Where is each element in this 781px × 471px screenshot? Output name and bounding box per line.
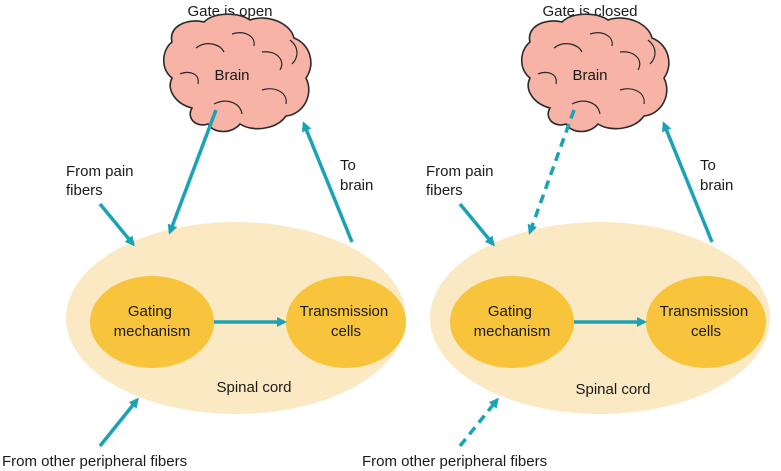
peripheral-fibers-label: From other peripheral fibers [2, 453, 187, 470]
to-brain-arrow [662, 121, 714, 243]
brain-descending-arrow [527, 109, 576, 235]
to-brain-label: To brain [700, 157, 733, 194]
to-brain-label: To brain [340, 157, 373, 194]
panel-title: Gate is closed [542, 3, 637, 20]
panel-gate-closed: Gate is closed Brain Spinal cord Gating … [362, 3, 770, 470]
peripheral-fibers-arrow [98, 397, 139, 448]
transmission-cells-label: Transmission cells [660, 303, 753, 340]
pain-fibers-arrow [98, 202, 135, 247]
gating-mechanism-node [450, 276, 574, 368]
to-brain-arrow [302, 121, 354, 243]
gating-mechanism-label: Gating mechanism [114, 303, 191, 340]
brain-label: Brain [572, 67, 607, 84]
gating-mechanism-node [90, 276, 214, 368]
panel-gate-open: Gate is open Brain Spinal cord Gating me… [2, 3, 406, 470]
transmission-cells-node [646, 276, 766, 368]
spinal-cord-label: Spinal cord [575, 381, 650, 398]
transmission-cells-label: Transmission cells [300, 303, 393, 340]
brain-icon [520, 13, 670, 133]
transmission-cells-node [286, 276, 406, 368]
pain-fibers-label: From pain fibers [66, 163, 138, 199]
peripheral-fibers-label: From other peripheral fibers [362, 453, 547, 470]
pain-fibers-arrow [458, 202, 495, 247]
panel-title: Gate is open [187, 3, 272, 20]
brain-icon [162, 13, 312, 133]
brain-descending-arrow [167, 109, 218, 235]
gating-mechanism-label: Gating mechanism [474, 303, 551, 340]
brain-label: Brain [214, 67, 249, 84]
pain-fibers-label: From pain fibers [426, 163, 498, 199]
spinal-cord-label: Spinal cord [216, 379, 291, 396]
peripheral-fibers-arrow [458, 397, 499, 448]
